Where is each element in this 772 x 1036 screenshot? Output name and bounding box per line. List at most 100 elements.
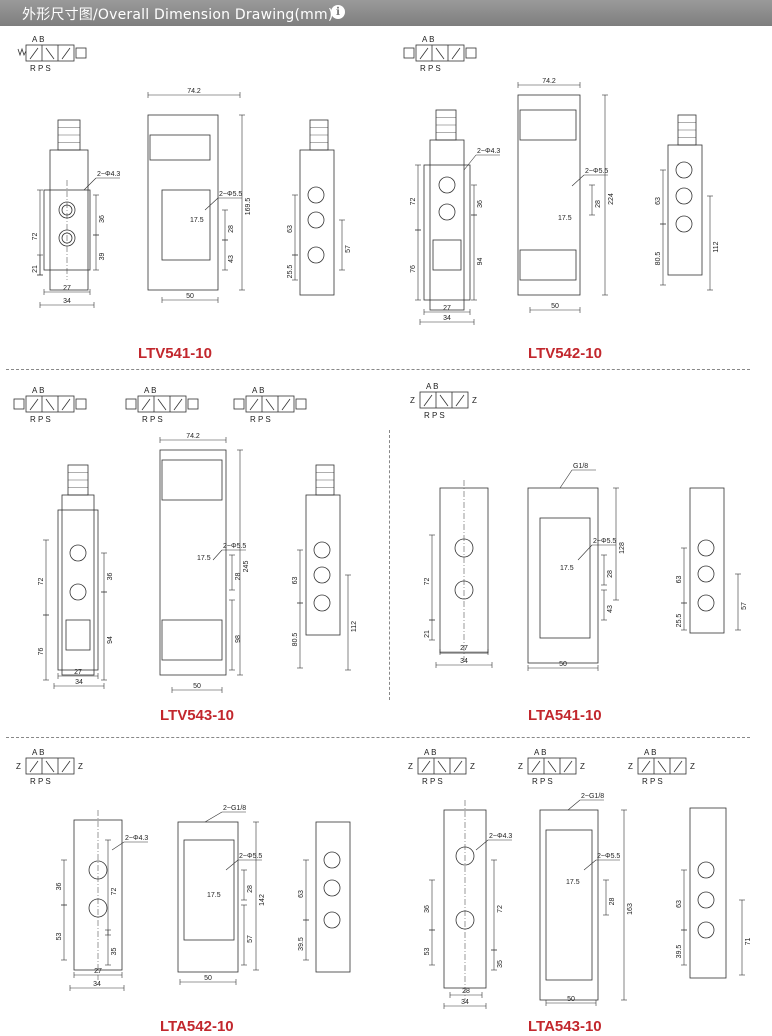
port-r1: [323, 851, 341, 869]
dimension-label: 35: [111, 948, 118, 956]
info-icon[interactable]: ℹ: [331, 5, 345, 19]
dimension-label: 27: [94, 968, 102, 975]
dimension-label: 50: [204, 975, 212, 982]
model-label-lta541: LTA541-10: [528, 707, 602, 724]
symbol-arrow: [673, 760, 683, 773]
port-p: [697, 891, 715, 909]
port-circle: [58, 201, 76, 219]
leader-line: [571, 174, 585, 187]
port-r1: [697, 861, 715, 879]
dimension-label: 50: [186, 293, 194, 300]
dimension-label: 27: [74, 669, 82, 676]
symbol-port-ab: A B: [422, 35, 434, 44]
dimension-label: 142: [259, 894, 266, 906]
port-r1: [307, 186, 325, 204]
port-r2: [307, 246, 325, 264]
leader-label: G1/8: [573, 463, 588, 470]
dimension-label: 28: [595, 200, 602, 208]
dimension-label: 72: [32, 233, 39, 241]
dimension-label: 25.5: [676, 614, 683, 628]
dimension-label: 50: [193, 683, 201, 690]
dimension-label: 74.2: [186, 433, 200, 440]
symbol-arrow: [657, 760, 667, 773]
symbol-arrow: [423, 394, 433, 407]
dimension-label: 34: [460, 658, 468, 665]
valve-symbol-box: [245, 395, 295, 413]
pilot-z-label: Z: [518, 762, 523, 771]
divider-middle: [6, 737, 750, 738]
port-r2: [697, 921, 715, 939]
symbol-port-rps: R P S: [424, 411, 445, 420]
symbol-port-ab: A B: [252, 386, 264, 395]
dimension-label: 17.5: [190, 217, 204, 224]
dimension-label: 50: [559, 661, 567, 668]
dimension-label: 27: [460, 645, 468, 652]
symbol-port-rps: R P S: [420, 64, 441, 73]
dimension-label: 245: [243, 561, 250, 573]
dimension-label: 35: [497, 960, 504, 968]
pilot-z-label: Z: [410, 396, 415, 405]
leader-line: [577, 544, 593, 561]
port-circle: [438, 203, 456, 221]
port-circle: [58, 229, 76, 247]
symbol-port-ab: A B: [32, 35, 44, 44]
side-recess: [539, 517, 591, 639]
solenoid-icon: [187, 398, 199, 410]
symbol-arrow: [249, 398, 259, 411]
dimension-label: 72: [410, 198, 417, 206]
valve-end-lta543: [689, 807, 727, 979]
valve-side-lta543: [539, 809, 599, 1001]
symbol-arrow: [45, 398, 55, 411]
symbol-arrow: [61, 760, 71, 773]
dimension-label: 36: [477, 200, 484, 208]
dimension-label: 27: [63, 285, 71, 292]
dimension-label: 63: [676, 576, 683, 584]
coil-housing: [519, 109, 577, 141]
dimension-label: 43: [607, 605, 614, 613]
dimension-label: 94: [107, 636, 114, 644]
symbol-arrow: [29, 47, 39, 60]
lower-coil: [432, 239, 462, 271]
dimension-label: 53: [424, 948, 431, 956]
port-circle: [88, 860, 108, 880]
symbol-port-ab: A B: [534, 748, 546, 757]
symbol-port-rps: R P S: [250, 415, 271, 424]
leader-label: 2~Φ5.5: [585, 168, 608, 175]
valve-end-lta541: [689, 487, 725, 634]
port-r2: [323, 911, 341, 929]
valve-symbol-box: [415, 44, 465, 62]
model-label-lta543: LTA543-10: [528, 1018, 602, 1035]
valve-side-ltv542: [517, 94, 581, 296]
dimension-label: 34: [63, 298, 71, 305]
spring-icon: [17, 47, 27, 57]
leader-line: [212, 549, 223, 561]
dimension-label: 224: [608, 193, 615, 205]
dimension-label: 72: [38, 578, 45, 586]
model-label-ltv541: LTV541-10: [138, 345, 212, 362]
valve-symbol-box: [25, 44, 75, 62]
leader-label: 2~Φ5.5: [597, 853, 620, 860]
symbol-port-ab: A B: [644, 748, 656, 757]
dimension-label: 163: [627, 903, 634, 915]
port-r2: [313, 594, 331, 612]
pilot-z-label: Z: [78, 762, 83, 771]
leader-label: 2~G1/8: [581, 793, 604, 800]
dimension-label: 128: [619, 542, 626, 554]
coil-housing: [161, 619, 223, 661]
valve-side-ltv543: [159, 449, 227, 676]
port-circle: [454, 580, 474, 600]
dimension-label: 28: [247, 885, 254, 893]
port-r1: [313, 541, 331, 559]
dimension-label: 80.5: [655, 252, 662, 266]
solenoid-icon: [75, 47, 87, 59]
leader-label: 2~G1/8: [223, 805, 246, 812]
leader-label: 2~Φ5.5: [223, 543, 246, 550]
valve-front-view: [57, 509, 99, 671]
valve-end-ltv541: [299, 149, 335, 296]
dimension-label: 50: [567, 996, 575, 1003]
dimension-label: 36: [56, 883, 63, 891]
symbol-port-ab: A B: [32, 386, 44, 395]
dimension-label: 28: [609, 898, 616, 906]
symbol-arrow: [173, 398, 183, 411]
